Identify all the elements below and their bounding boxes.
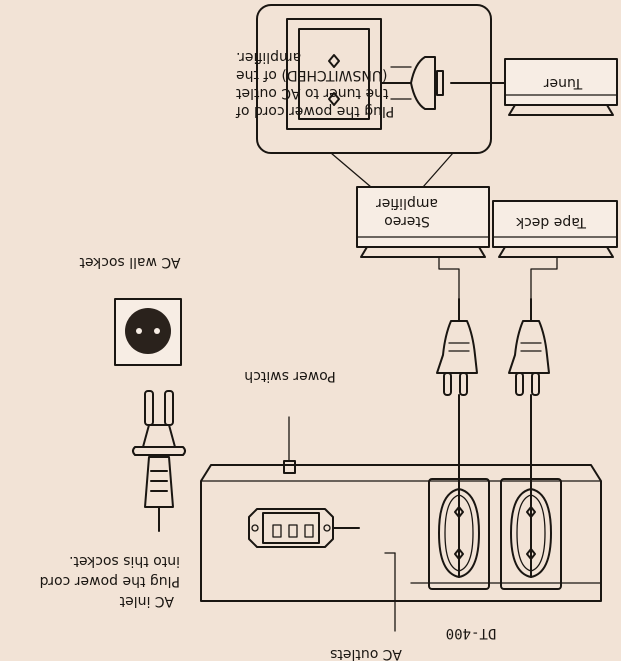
outlet-plug-1 <box>508 298 550 578</box>
labels-rotated: AC outlets DT-400 AC inlet Plug the powe… <box>40 49 587 661</box>
label-ac-inlet-note-2: into this socket. <box>69 553 180 569</box>
outlet-plug-2 <box>436 298 478 578</box>
label-tuner-note-1: Plug the power cord of <box>235 103 394 119</box>
power-switch[interactable] <box>283 460 296 474</box>
label-model: DT-400 <box>446 625 497 641</box>
label-ac-outlets: AC outlets <box>330 646 402 661</box>
label-tuner: Tuner <box>543 75 583 91</box>
stereo-amplifier <box>356 186 490 258</box>
diagram-rotated-group <box>114 4 618 632</box>
tuner <box>504 58 618 116</box>
label-power-switch: Power switch <box>244 368 335 384</box>
label-ac-inlet: AC inlet <box>119 593 174 609</box>
dt400-unit <box>200 416 602 632</box>
label-stereo-amp-1: Stereo <box>384 213 430 229</box>
label-tuner-note-2: the tuner to AC outlet <box>235 85 388 101</box>
dt400-power-cord <box>132 390 360 532</box>
label-tuner-note-3: (UNSWITCHED) of the <box>236 67 388 83</box>
tuner-callout <box>256 4 510 188</box>
label-ac-wall-socket: AC wall socket <box>79 254 181 270</box>
label-tuner-note-4: amplifier. <box>236 49 301 65</box>
label-stereo-amp-2: amplifier <box>376 195 438 211</box>
ac-wall-socket <box>114 298 182 366</box>
label-ac-inlet-note-1: Plug the power cord <box>40 573 180 589</box>
tape-deck <box>492 200 618 258</box>
label-tape-deck: Tape deck <box>515 214 587 230</box>
ac-inlet[interactable] <box>248 508 334 548</box>
